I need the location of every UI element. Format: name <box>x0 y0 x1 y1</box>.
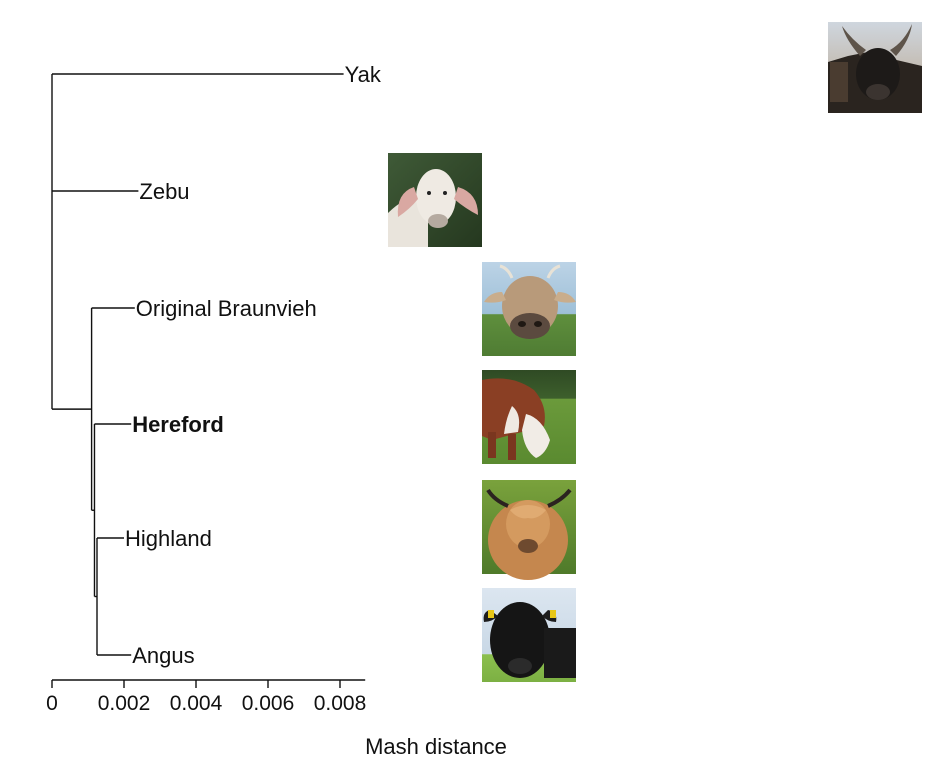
x-tick-label-0: 0 <box>46 692 58 715</box>
x-tick-label-1: 0.002 <box>98 692 151 715</box>
leaf-label-yak: Yak <box>345 62 382 87</box>
yak-photo <box>828 22 922 113</box>
braunvieh-photo <box>482 262 576 356</box>
x-axis: 0 0.002 0.004 0.006 0.008 <box>46 679 367 715</box>
leaf-label-angus: Angus <box>132 643 194 668</box>
zebu-photo <box>388 153 482 247</box>
tree-branches <box>51 73 344 656</box>
leaf-label-hereford: Hereford <box>132 412 224 437</box>
highland-photo <box>482 480 576 580</box>
leaf-label-zebu: Zebu <box>139 179 189 204</box>
breed-photos <box>388 22 922 682</box>
leaf-label-braunvieh: Original Braunvieh <box>136 296 317 321</box>
leaf-label-highland: Highland <box>125 526 212 551</box>
angus-photo <box>482 588 576 682</box>
x-tick-label-3: 0.006 <box>242 692 295 715</box>
x-axis-title: Mash distance <box>365 734 507 759</box>
hereford-photo <box>482 370 576 464</box>
x-tick-label-4: 0.008 <box>314 692 367 715</box>
x-tick-label-2: 0.004 <box>170 692 223 715</box>
